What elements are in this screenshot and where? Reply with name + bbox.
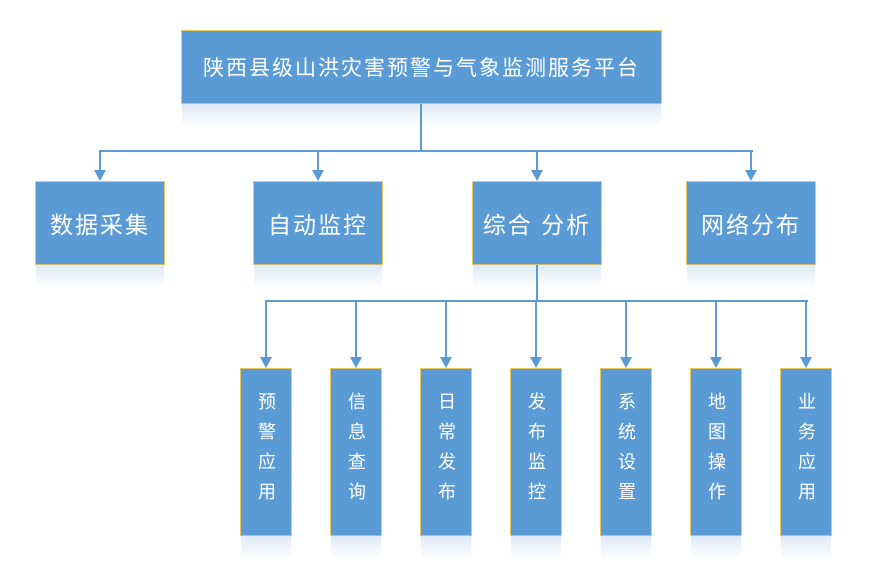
connector-to-info-query — [355, 300, 357, 358]
connector-to-warning-application — [265, 300, 267, 358]
connector-to-auto-monitoring — [317, 150, 319, 171]
arrow-down-icon — [531, 170, 543, 181]
node-info-query: 信息查询 — [330, 368, 382, 559]
node-release-monitoring: 发布监控 — [510, 368, 562, 559]
connector-analysis-stem — [536, 265, 538, 302]
connector-root-stem — [420, 104, 422, 151]
node-business-application: 业务应用 — [780, 368, 832, 559]
node-network-distribution: 网络分布 — [686, 181, 816, 288]
connector-to-network-distribution — [750, 150, 752, 171]
connector-to-comprehensive-analysis — [536, 150, 538, 171]
arrow-down-icon — [745, 170, 757, 181]
connector-to-map-operations — [715, 300, 717, 358]
connector-to-daily-release — [445, 300, 447, 358]
connector-to-release-monitoring — [535, 300, 537, 358]
arrow-down-icon — [312, 170, 324, 181]
node-warning-application: 预警应用 — [240, 368, 292, 559]
node-auto-monitoring: 自动监控 — [253, 181, 383, 288]
arrow-down-icon — [800, 357, 812, 368]
arrow-down-icon — [350, 357, 362, 368]
node-comprehensive-analysis: 综合 分析 — [472, 181, 602, 288]
node-data-collection: 数据采集 — [35, 181, 165, 288]
node-platform-root: 陕西县级山洪灾害预警与气象监测服务平台 — [181, 30, 662, 127]
arrow-down-icon — [530, 357, 542, 368]
connector-level2-rail — [99, 150, 753, 152]
connector-to-data-collection — [99, 150, 101, 171]
node-map-operations: 地图操作 — [690, 368, 742, 559]
node-system-settings: 系统设置 — [600, 368, 652, 559]
arrow-down-icon — [440, 357, 452, 368]
arrow-down-icon — [260, 357, 272, 368]
connector-to-system-settings — [625, 300, 627, 358]
node-daily-release: 日常发布 — [420, 368, 472, 559]
arrow-down-icon — [94, 170, 106, 181]
connector-to-business-application — [805, 300, 807, 358]
arrow-down-icon — [710, 357, 722, 368]
arrow-down-icon — [620, 357, 632, 368]
